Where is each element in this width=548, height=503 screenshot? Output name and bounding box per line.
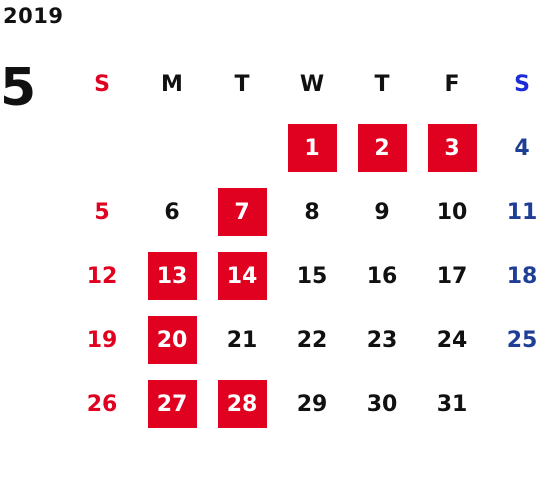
day-cell: 15 — [277, 244, 347, 308]
day-cell: 9 — [347, 180, 417, 244]
day-number: 14 — [217, 252, 267, 300]
weekday-header: S — [94, 71, 110, 97]
day-number: 9 — [374, 199, 390, 225]
day-number: 15 — [296, 263, 328, 289]
day-cell: 16 — [347, 244, 417, 308]
day-cell: 22 — [277, 308, 347, 372]
day-cell: 31 — [417, 372, 487, 436]
day-number: 3 — [427, 124, 477, 172]
day-cell: 4 — [487, 116, 548, 180]
day-cell: 17 — [417, 244, 487, 308]
holiday-day-cell: 7 — [207, 180, 277, 244]
year-label: 2019 — [3, 4, 64, 28]
day-number: 21 — [226, 327, 258, 353]
holiday-day-cell: 1 — [277, 116, 347, 180]
weekday-header: S — [514, 71, 530, 97]
day-cell: 10 — [417, 180, 487, 244]
day-number: 16 — [366, 263, 398, 289]
day-number: 25 — [506, 327, 538, 353]
day-cell: 12 — [67, 244, 137, 308]
holiday-day-cell: 20 — [137, 308, 207, 372]
day-number: 30 — [366, 391, 398, 417]
day-number: 28 — [217, 380, 267, 428]
empty-day-cell — [207, 116, 277, 180]
day-number: 8 — [304, 199, 320, 225]
holiday-day-cell: 13 — [137, 244, 207, 308]
day-number: 31 — [436, 391, 468, 417]
empty-day-cell — [487, 372, 548, 436]
day-cell: 11 — [487, 180, 548, 244]
day-number: 1 — [287, 124, 337, 172]
day-cell: 30 — [347, 372, 417, 436]
day-cell: 18 — [487, 244, 548, 308]
day-number: 20 — [147, 316, 197, 364]
day-cell: 19 — [67, 308, 137, 372]
month-label: 5 — [0, 58, 37, 118]
day-number: 18 — [506, 263, 538, 289]
holiday-day-cell: 28 — [207, 372, 277, 436]
day-cell: 5 — [67, 180, 137, 244]
day-cell: 6 — [137, 180, 207, 244]
empty-day-cell — [67, 116, 137, 180]
weekday-header: T — [234, 71, 250, 97]
weekday-header: T — [374, 71, 390, 97]
day-number: 10 — [436, 199, 468, 225]
day-cell: 21 — [207, 308, 277, 372]
day-number: 17 — [436, 263, 468, 289]
weekday-header: F — [444, 71, 460, 97]
day-number: 6 — [164, 199, 180, 225]
day-number: 23 — [366, 327, 398, 353]
holiday-day-cell: 27 — [137, 372, 207, 436]
day-number: 29 — [296, 391, 328, 417]
day-number: 4 — [514, 135, 530, 161]
weekday-header: M — [161, 71, 183, 97]
day-number: 11 — [506, 199, 538, 225]
day-number: 26 — [86, 391, 118, 417]
holiday-day-cell: 14 — [207, 244, 277, 308]
empty-day-cell — [137, 116, 207, 180]
day-number: 22 — [296, 327, 328, 353]
day-number: 2 — [357, 124, 407, 172]
day-number: 7 — [217, 188, 267, 236]
holiday-day-cell: 3 — [417, 116, 487, 180]
day-cell: 24 — [417, 308, 487, 372]
day-cell: 8 — [277, 180, 347, 244]
day-number: 24 — [436, 327, 468, 353]
day-number: 13 — [147, 252, 197, 300]
day-number: 27 — [147, 380, 197, 428]
day-cell: 26 — [67, 372, 137, 436]
day-cell: 29 — [277, 372, 347, 436]
weekday-header: W — [299, 71, 325, 97]
day-number: 5 — [94, 199, 110, 225]
holiday-day-cell: 2 — [347, 116, 417, 180]
day-cell: 25 — [487, 308, 548, 372]
day-number: 12 — [86, 263, 118, 289]
day-number: 19 — [86, 327, 118, 353]
day-cell: 23 — [347, 308, 417, 372]
